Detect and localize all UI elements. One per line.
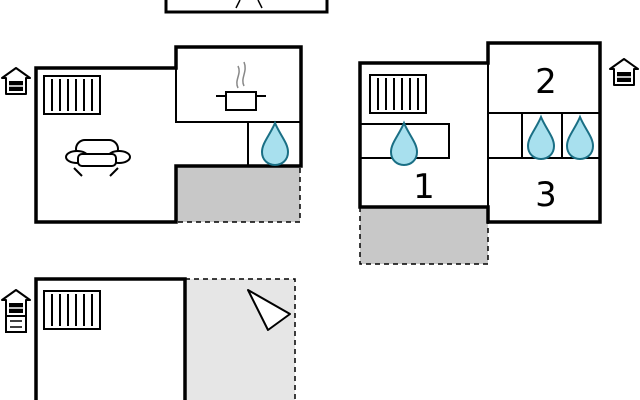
room-label-2: 2 [535,62,557,102]
lower-walls [34,277,187,400]
ground-floor-plan [1,45,303,224]
sofa-icon [65,139,131,177]
lower-plan [1,277,296,400]
entrance-house-icon [1,67,31,95]
water-drop-icon [527,116,555,160]
radiator-icon [43,290,101,330]
room-label-3: 3 [535,175,557,215]
ground-floor-walls [34,45,303,224]
upper-floor-walls [358,41,602,224]
cooking-pot-icon [216,61,266,111]
water-drop-icon [261,122,289,166]
radiator-icon [43,75,101,115]
water-drop-icon [566,116,594,160]
entrance-house-icon [609,58,639,86]
terrace-area [176,166,300,222]
radiator-icon [369,74,427,114]
balcony-area [360,207,488,264]
outdoor-area [185,279,295,400]
water-drop-icon [390,122,418,166]
room-label-1: 1 [413,167,435,207]
top-plan-fragment [164,0,329,14]
upper-floor-plan: 2 1 3 [358,41,639,265]
staircase-triangle-icon [247,289,291,331]
entrance-house-icon [1,289,31,317]
